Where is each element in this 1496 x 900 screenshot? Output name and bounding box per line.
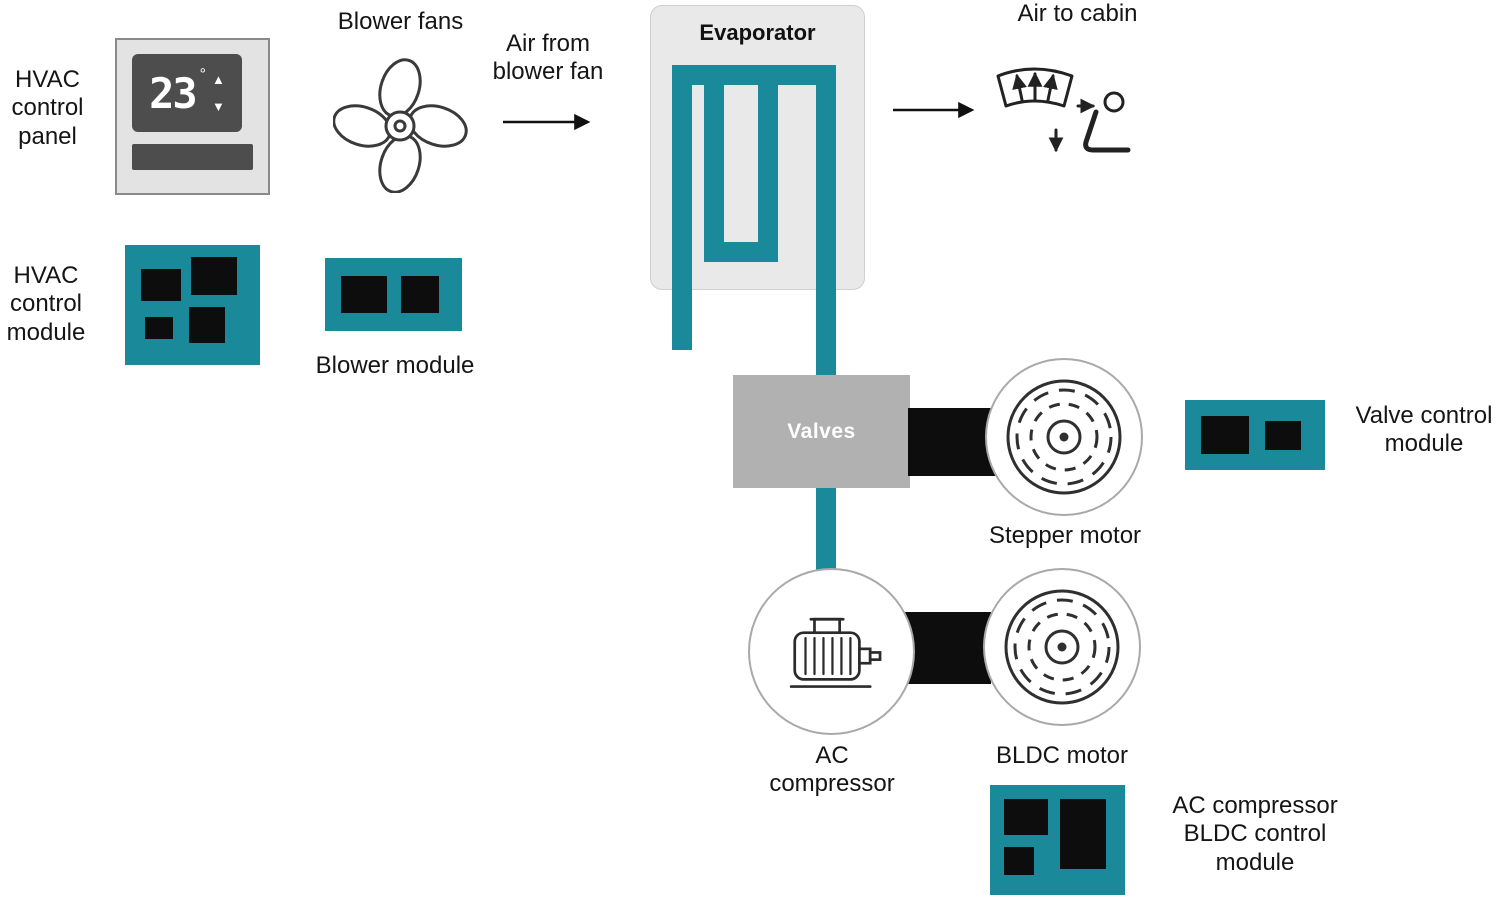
bldc-motor-label: BLDC motor [995, 742, 1129, 769]
bldc-motor [983, 568, 1141, 726]
bldc-motor-icon [1004, 589, 1120, 705]
blower-module-label: Blower module [315, 352, 475, 379]
ac-compressor-icon [789, 617, 881, 688]
panel-slot [132, 144, 253, 170]
pcb-chip [145, 317, 173, 339]
ac-compressor [748, 568, 915, 735]
temperature-display: 23 ° ▲ ▼ [132, 54, 242, 132]
pcb-chip [341, 276, 387, 313]
hvac-control-module-label: HVAC control module [6, 262, 86, 346]
pcb-chip [1060, 799, 1106, 869]
evaporator-label: Evaporator [699, 20, 816, 45]
valves-label: Valves [787, 419, 856, 443]
evaporator-box: Evaporator [650, 5, 865, 290]
pcb-chip [1201, 416, 1249, 454]
valve-control-module [1185, 400, 1325, 470]
temp-up-icon: ▲ [212, 72, 225, 87]
passenger-head-icon [1103, 91, 1125, 113]
pcb-chip [1004, 799, 1048, 835]
pcb-chip [191, 257, 237, 295]
shaft-connector [908, 408, 996, 476]
air-to-cabin-icon [996, 67, 1131, 153]
shaft-connector [903, 612, 991, 684]
temp-down-icon: ▼ [212, 99, 225, 114]
seat-icon [1083, 109, 1131, 153]
degree-symbol: ° [199, 66, 207, 83]
blower-fans-label: Blower fans [337, 8, 464, 35]
air-to-cabin-label: Air to cabin [1017, 0, 1138, 27]
ac-bldc-control-module [990, 785, 1125, 895]
stepper-motor-label: Stepper motor [988, 522, 1142, 549]
stepper-motor [985, 358, 1143, 516]
hvac-control-panel: 23 ° ▲ ▼ [115, 38, 270, 195]
vent-icon [996, 67, 1074, 108]
ac-compressor-label: AC compressor [769, 742, 895, 798]
stepper-motor-icon [1006, 379, 1122, 495]
blower-module [325, 258, 462, 331]
pcb-chip [141, 269, 181, 301]
valve-control-module-label: Valve control module [1355, 402, 1493, 458]
ac-bldc-control-module-label: AC compressor BLDC control module [1172, 792, 1338, 876]
valves-box: Valves [733, 375, 910, 488]
pcb-chip [401, 276, 439, 313]
pcb-chip [1004, 847, 1034, 875]
hvac-control-panel-label: HVAC control panel [11, 66, 84, 150]
air-from-blower-label: Air from blower fan [492, 30, 604, 86]
hvac-control-module [125, 245, 260, 365]
blower-fan-icon [333, 58, 468, 193]
pcb-chip [1265, 421, 1301, 450]
pcb-chip [189, 307, 225, 343]
temperature-value: 23 [149, 68, 198, 118]
